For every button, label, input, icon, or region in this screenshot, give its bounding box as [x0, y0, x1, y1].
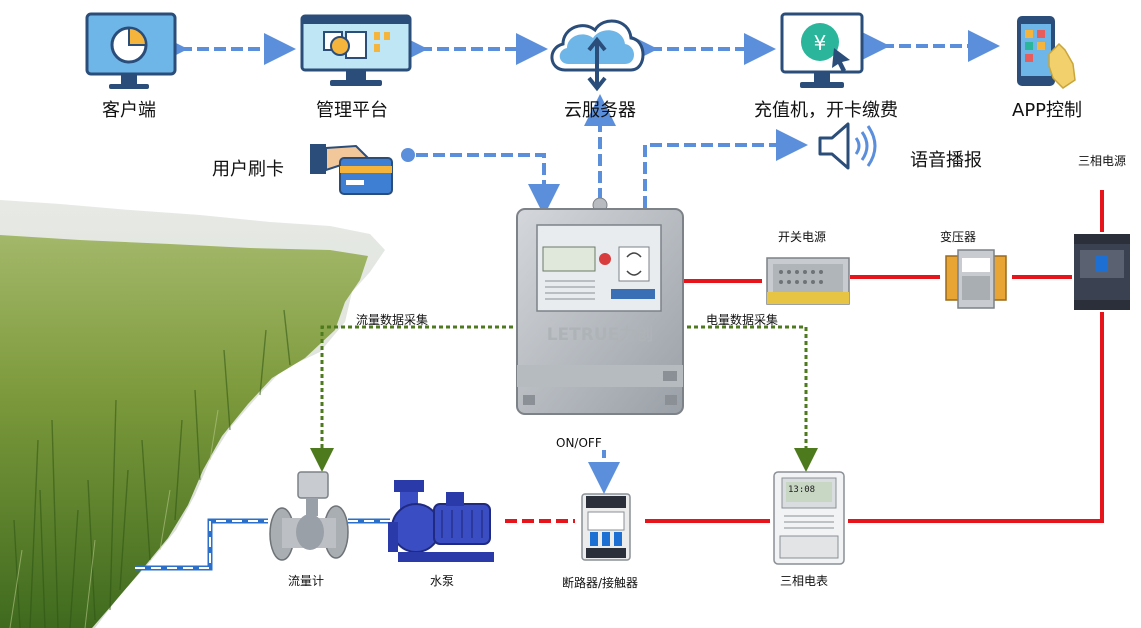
client-label: 客户端: [102, 100, 156, 121]
meter-display-text: 13:08: [788, 485, 816, 495]
flowmeter-label: 流量计: [288, 574, 325, 588]
card-label: 用户刷卡: [212, 159, 284, 180]
platform-screen-icon: [300, 14, 412, 86]
three-phase-meter-device: [773, 471, 845, 565]
transformer-device: [945, 249, 1007, 309]
recharge-monitor-icon: ¥: [780, 12, 864, 88]
client-monitor-icon: [85, 12, 177, 89]
cloud-server-icon: [550, 19, 645, 92]
switch-power-label: 开关电源: [778, 230, 827, 244]
card-link-dot: [401, 148, 415, 162]
pump-device: [388, 480, 494, 562]
power-collect-line: [680, 325, 818, 472]
svg-text:LETRUE力创: LETRUE力创: [547, 324, 654, 345]
cloud-label: 云服务器: [564, 100, 636, 121]
power-collect-label: 电量数据采集: [706, 313, 779, 327]
app-phone-icon: [1017, 16, 1076, 89]
link-card-controller: [416, 153, 560, 216]
app-label: APP控制: [1012, 100, 1083, 121]
controller-device: LETRUE力创: [516, 197, 684, 415]
flow-collect-label: 流量数据采集: [356, 313, 429, 327]
svg-text:¥: ¥: [814, 31, 827, 55]
speaker-icon: [818, 122, 877, 170]
link-controller-speaker: [643, 129, 808, 208]
transformer-label: 变压器: [940, 230, 977, 244]
wheat-field-image: [0, 200, 385, 628]
three-phase-source-label: 三相电源: [1078, 154, 1127, 168]
circuit-breaker-main: [1074, 234, 1130, 310]
flow-collect-line: [310, 325, 520, 472]
flowmeter-device: [269, 471, 349, 561]
platform-label: 管理平台: [316, 100, 388, 121]
contactor-device: [581, 493, 631, 561]
breaker-label: 断路器/接触器: [562, 576, 639, 590]
pump-label: 水泵: [430, 574, 455, 588]
meter-label: 三相电表: [780, 574, 829, 588]
switch-power-device: [766, 257, 850, 305]
recharge-label: 充值机，开卡缴费: [754, 100, 898, 121]
onoff-label: ON/OFF: [556, 436, 602, 450]
card-hand-icon: [310, 144, 393, 195]
voice-label: 语音播报: [910, 150, 982, 171]
